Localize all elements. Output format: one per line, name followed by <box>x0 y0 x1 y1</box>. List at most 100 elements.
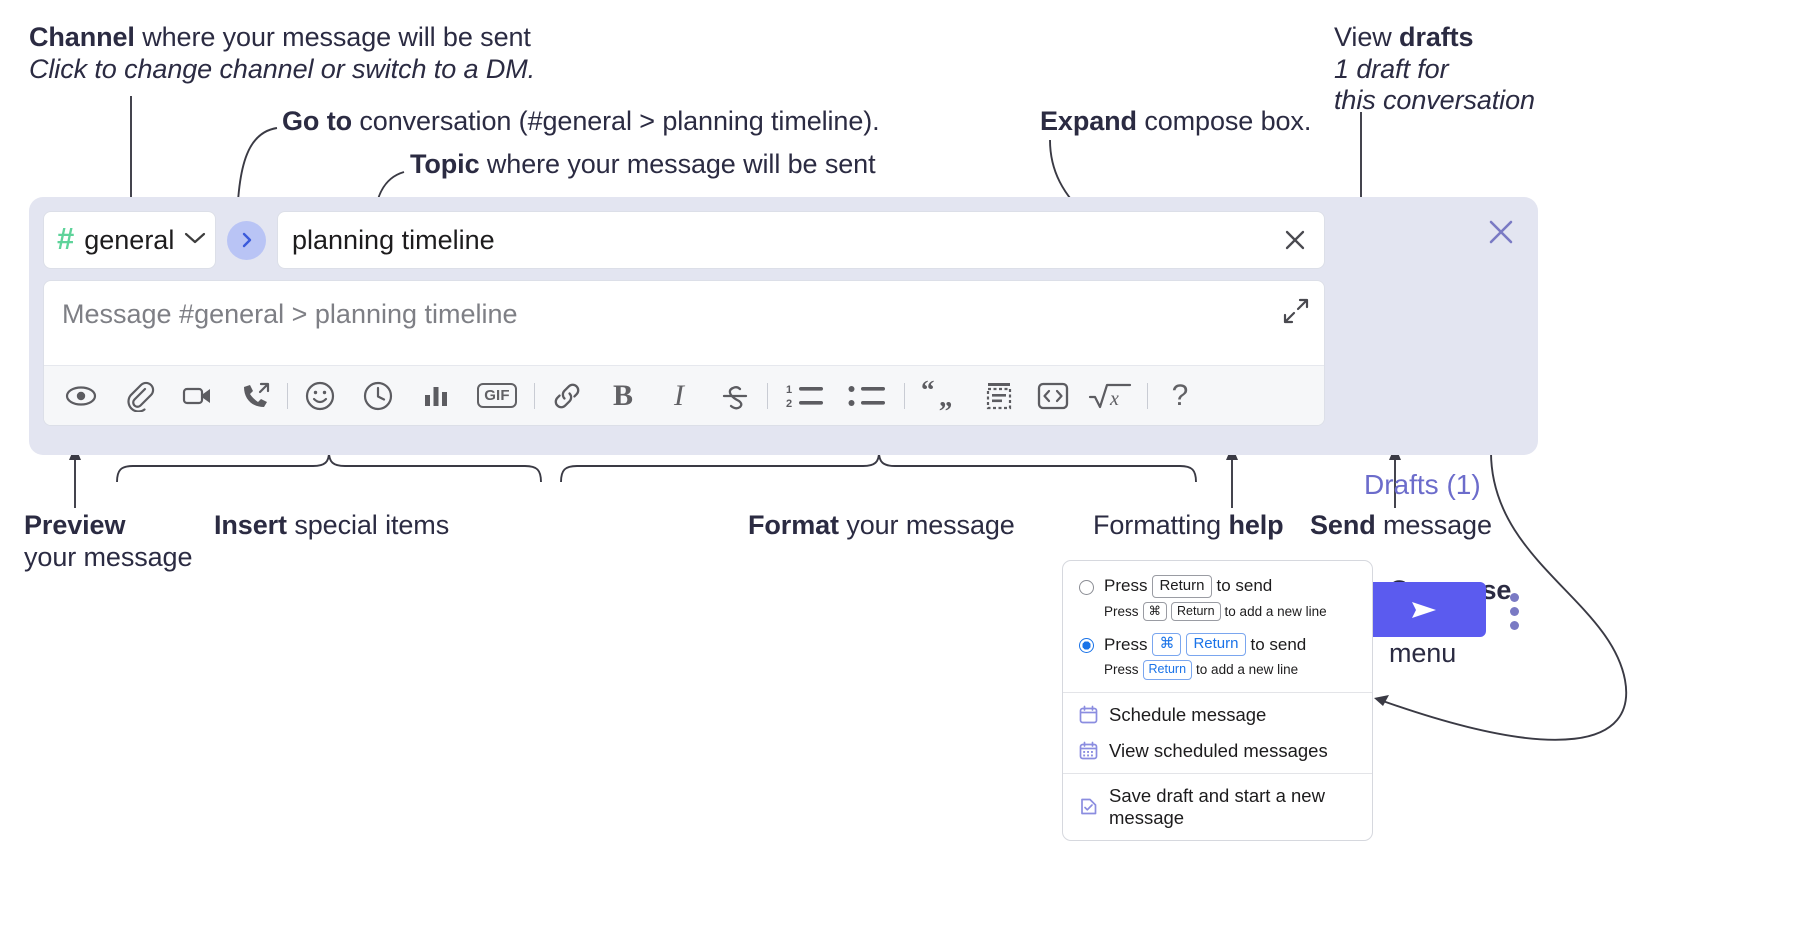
send-option-cmd-return-sub: Press Return to add a new line <box>1063 656 1372 688</box>
italic-label: I <box>674 378 684 412</box>
menu-item-view-scheduled[interactable]: View scheduled messages <box>1063 733 1372 769</box>
kebab-dot <box>1510 593 1519 602</box>
toolbar-separator <box>1147 382 1148 409</box>
menu-item-label: Schedule message <box>1109 703 1267 725</box>
annotation-drafts-italic2: this conversation <box>1334 85 1535 116</box>
annotation-preview-bold: Preview <box>24 510 126 540</box>
expand-compose-icon[interactable] <box>1282 297 1310 330</box>
annotation-format-rest: your message <box>838 510 1015 540</box>
video-icon[interactable] <box>176 375 218 417</box>
opt2-sub-press: Press <box>1104 662 1139 678</box>
calendar-icon <box>1079 705 1098 724</box>
annotation-channel-rest: where your message will be sent <box>134 22 531 52</box>
opt2-sub-tail: to add a new line <box>1196 662 1299 678</box>
svg-text:2: 2 <box>786 398 792 410</box>
annotation-help-bold: help <box>1228 510 1284 540</box>
annotation-channel-italic: Click to change channel or switch to a D… <box>29 53 536 84</box>
annotation-topic: Topic where your message will be sent <box>410 149 876 181</box>
message-compose-box: Message #general > planning timeline <box>43 280 1325 426</box>
call-icon[interactable] <box>234 375 276 417</box>
annotation-preview: Preview your message <box>24 510 192 573</box>
menu-item-schedule-message[interactable]: Schedule message <box>1063 697 1372 733</box>
link-icon[interactable] <box>546 375 588 417</box>
annotation-format-bold: Format <box>748 510 839 540</box>
help-label: ? <box>1171 378 1189 412</box>
kebab-dot <box>1510 607 1519 616</box>
go-to-conversation-button[interactable] <box>227 220 266 260</box>
blockquote-icon[interactable]: “„ <box>916 375 968 417</box>
radio-return[interactable] <box>1079 580 1094 595</box>
close-compose-icon[interactable] <box>1484 215 1518 254</box>
send-option-cmd-return[interactable]: Press ⌘ Return to send <box>1063 629 1372 657</box>
send-button[interactable] <box>1362 582 1486 637</box>
annotation-goto-bold: Go to <box>282 106 352 136</box>
opt2-tail: to send <box>1250 634 1307 654</box>
opt2-key-return: Return <box>1186 633 1246 657</box>
send-option-return-sub: Press ⌘ Return to add a new line <box>1063 598 1372 630</box>
annotation-send-bold: Send <box>1310 510 1376 540</box>
clear-topic-icon[interactable] <box>1280 225 1310 255</box>
help-icon[interactable]: ? <box>1159 375 1201 417</box>
annotation-drafts-bold: drafts <box>1399 22 1474 52</box>
annotation-expand: Expand compose box. <box>1040 106 1311 138</box>
toolbar-separator <box>534 382 535 409</box>
opt2-sub-key-return: Return <box>1142 660 1193 680</box>
send-option-return[interactable]: Press Return to send <box>1063 571 1372 598</box>
annotation-goto: Go to conversation (#general > planning … <box>282 106 880 138</box>
poll-icon[interactable] <box>415 375 457 417</box>
channel-selector[interactable]: # general <box>43 211 216 269</box>
preview-icon[interactable] <box>60 375 102 417</box>
kebab-dot <box>1510 621 1519 630</box>
compose-options-button[interactable] <box>1510 593 1519 630</box>
annotation-drafts-italic1: 1 draft for <box>1334 53 1449 84</box>
topic-input[interactable]: planning timeline <box>277 211 1325 269</box>
opt1-sub-key-return: Return <box>1171 601 1221 622</box>
compose-header-row: # general planning timeline <box>43 211 1325 269</box>
message-input[interactable]: Message #general > planning timeline <box>44 281 1324 365</box>
annotation-channel: Channel where your message will be sent … <box>29 22 535 85</box>
gif-label: GIF <box>477 383 517 408</box>
annotation-formatting-help: Formatting help <box>1093 510 1284 542</box>
annotation-preview-line2: your message <box>24 541 193 572</box>
menu-divider <box>1063 691 1372 693</box>
svg-text:“: “ <box>921 380 935 405</box>
drafts-link[interactable]: Drafts (1) <box>1364 469 1481 500</box>
annotation-compose-l3: menu <box>1389 638 1457 669</box>
bold-icon[interactable]: B <box>602 375 644 417</box>
menu-divider <box>1063 772 1372 774</box>
menu-item-label: View scheduled messages <box>1109 739 1328 761</box>
annotation-send: Send message <box>1310 510 1492 542</box>
strikethrough-icon[interactable] <box>714 375 756 417</box>
attachment-icon[interactable] <box>118 375 160 417</box>
menu-item-label: Save draft and start a new message <box>1109 784 1325 828</box>
radio-cmd-return[interactable] <box>1079 638 1094 654</box>
code-icon[interactable] <box>1032 375 1074 417</box>
toolbar-separator <box>767 382 768 409</box>
opt1-sub-tail: to add a new line <box>1224 604 1327 620</box>
bulleted-list-icon[interactable] <box>841 375 893 417</box>
compose-main-column: # general planning timeline Message #gen… <box>43 211 1325 426</box>
gif-icon[interactable]: GIF <box>471 375 523 417</box>
annotation-channel-bold: Channel <box>29 22 135 52</box>
opt2-key-cmd: ⌘ <box>1152 633 1182 657</box>
annotation-topic-rest: where your message will be sent <box>479 149 876 179</box>
opt1-press: Press <box>1104 576 1148 596</box>
emoji-icon[interactable] <box>299 375 341 417</box>
svg-text:„: „ <box>939 382 953 412</box>
hash-icon: # <box>57 221 75 256</box>
code-block-icon[interactable] <box>978 375 1020 417</box>
bold-label: B <box>612 378 633 412</box>
menu-item-save-draft[interactable]: Save draft and start a new message <box>1063 778 1372 840</box>
math-icon[interactable]: x <box>1084 375 1136 417</box>
annotation-goto-rest: conversation (#general > planning timeli… <box>351 106 880 136</box>
italic-icon[interactable]: I <box>658 375 700 417</box>
annotation-help-pre: Formatting <box>1093 510 1229 540</box>
annotation-drafts: View drafts 1 draft for this conversatio… <box>1334 22 1535 117</box>
toolbar-separator <box>287 382 288 409</box>
save-draft-icon <box>1079 797 1098 816</box>
clock-icon[interactable] <box>357 375 399 417</box>
topic-value: planning timeline <box>292 224 495 255</box>
compose-widget: # general planning timeline Message #gen… <box>29 197 1538 637</box>
